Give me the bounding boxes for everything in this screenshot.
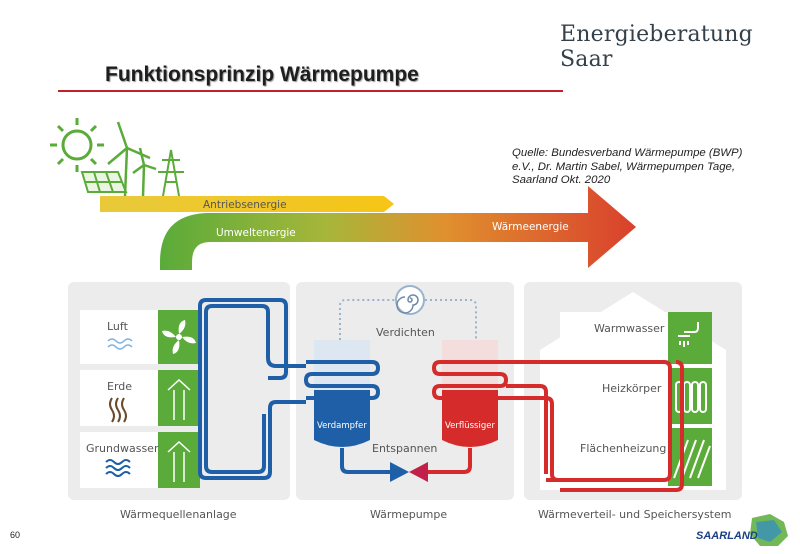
radiator-icon (675, 381, 707, 413)
page-number: 60 (10, 530, 21, 540)
heat-source-rows: Luft Erde Grundwasser (80, 310, 200, 488)
distribution-caption: Wärmeverteil- und Speichersystem (538, 508, 731, 521)
heat-source-caption: Wärmequellenanlage (120, 508, 237, 521)
solar-panel-icon (80, 171, 128, 193)
soil-icon (109, 397, 127, 423)
shower-icon (678, 322, 699, 347)
air-waves-icon (107, 338, 133, 350)
drive-energy-label: Antriebsenergie (203, 199, 287, 211)
environment-energy-label: Umweltenergie (216, 227, 296, 239)
water-waves-icon (105, 459, 131, 477)
renewable-energy-icons (50, 118, 184, 197)
distribution-circuit-red (506, 360, 684, 492)
refrigerant-circuit (339, 299, 477, 340)
expansion-valve-icon (390, 462, 428, 482)
source-circuit-blue (198, 298, 306, 480)
well-icon (167, 440, 191, 482)
source-groundwater-label: Grundwasser (86, 442, 159, 455)
condenser-label: Verflüssiger (445, 421, 495, 431)
heat-energy-label: Wärmeenergie (492, 221, 569, 233)
drive-energy-arrow (100, 196, 394, 212)
evaporator-unit: Verdampfer (303, 340, 381, 447)
floor-heating-label: Flächenheizung (580, 442, 666, 455)
hot-water-label: Warmwasser (594, 322, 665, 335)
expand-label: Entspannen (372, 442, 437, 455)
saarland-logo-text: SAARLAND (696, 530, 758, 542)
condenser-unit: Verflüssiger (431, 340, 509, 447)
source-air-label: Luft (107, 320, 129, 333)
source-earth-label: Erde (107, 380, 132, 393)
title-underline (58, 90, 563, 92)
brand-name: Energieberatung Saar (560, 22, 753, 72)
compressor-icon (395, 285, 425, 315)
energy-flow-arrows: Antriebsenergie Umweltenergie Wärmeenerg… (100, 186, 636, 270)
radiator-label: Heizkörper (602, 382, 662, 395)
distribution-rows: Warmwasser Heizkörper Flächenheizung (560, 312, 712, 486)
environment-heat-arrow (160, 186, 636, 270)
slide-title: Funktionsprinzip Wärmepumpe (105, 63, 419, 86)
compress-label: Verdichten (376, 326, 435, 339)
source-citation: Quelle: Bundesverband Wärmepumpe (BWP) e… (512, 147, 743, 186)
power-pylon-icon (158, 149, 184, 197)
ground-probe-icon (167, 378, 191, 420)
saarland-map-icon (750, 514, 788, 546)
wind-turbine-icon (107, 121, 157, 197)
sun-icon (50, 118, 104, 172)
expansion-circuit (340, 448, 472, 474)
fan-icon (162, 320, 196, 354)
evaporator-label: Verdampfer (317, 421, 367, 431)
heat-pump-caption: Wärmepumpe (370, 508, 447, 521)
